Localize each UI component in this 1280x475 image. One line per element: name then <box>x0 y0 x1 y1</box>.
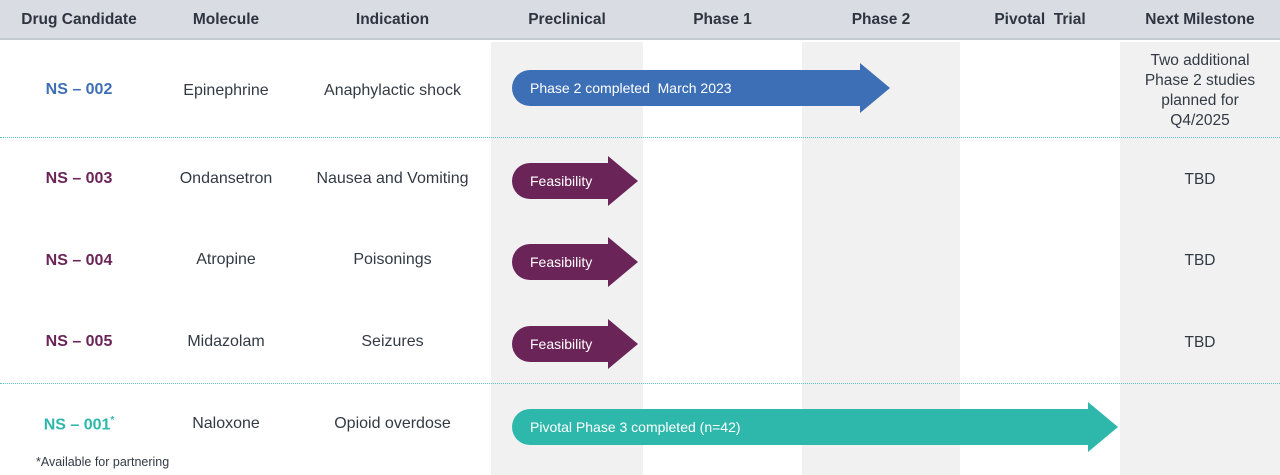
milestone-line: TBD <box>1184 252 1216 269</box>
candidate-name: NS – 001* <box>0 415 158 434</box>
molecule: Epinephrine <box>183 82 269 99</box>
candidate-name: NS – 002 <box>45 81 113 98</box>
progress-arrow: Pivotal Phase 3 completed (n=42) <box>512 402 1118 452</box>
phase2-column-shade <box>802 42 960 475</box>
milestone-line: Phase 2 studies <box>1144 72 1256 89</box>
arrow-head <box>608 237 638 287</box>
molecule: Midazolam <box>187 333 265 350</box>
candidate-name-text: NS – 001 <box>43 416 111 434</box>
header-phase-2: Phase 2 <box>851 11 911 28</box>
candidate-name: NS – 004 <box>45 252 113 269</box>
header-pivotal-trial: Pivotal Trial <box>994 11 1086 28</box>
header-phase-1: Phase 1 <box>693 11 752 28</box>
milestone-line: planned for <box>1161 92 1239 109</box>
indication: Anaphylactic shock <box>324 82 461 99</box>
progress-label: Feasibility <box>530 336 593 352</box>
header-next-milestone: Next Milestone <box>1145 11 1255 28</box>
molecule: Atropine <box>196 251 256 268</box>
indication: Opioid overdose <box>334 415 451 432</box>
arrow-body <box>512 70 860 106</box>
arrow-body <box>512 244 608 280</box>
next-milestone-column-shade <box>1120 42 1280 475</box>
next-milestone: TBD <box>1120 333 1280 353</box>
arrow-body <box>512 409 1088 445</box>
indication: Seizures <box>361 333 424 350</box>
partnering-mark: * <box>110 415 115 426</box>
progress-arrow: Phase 2 completed March 2023 <box>512 63 890 113</box>
next-milestone: TBD <box>1120 170 1280 190</box>
milestone-line: TBD <box>1184 171 1216 188</box>
arrow-head <box>608 319 638 369</box>
arrow-head <box>860 63 890 113</box>
progress-arrow: Feasibility <box>512 156 638 206</box>
candidate-name: NS – 005 <box>45 333 113 350</box>
milestone-line: Q4/2025 <box>1170 112 1230 129</box>
progress-arrow: Feasibility <box>512 319 638 369</box>
progress-arrow: Feasibility <box>512 237 638 287</box>
molecule: Ondansetron <box>179 170 273 187</box>
row-separator <box>0 137 1280 138</box>
progress-label: Feasibility <box>530 254 593 270</box>
arrow-head <box>608 156 638 206</box>
milestone-line: Two additional <box>1150 52 1250 69</box>
molecule: Naloxone <box>192 415 260 432</box>
indication: Nausea and Vomiting <box>316 170 469 187</box>
next-milestone: Two additional Phase 2 studies planned f… <box>1120 51 1280 131</box>
progress-label: Phase 2 completed March 2023 <box>530 80 732 96</box>
header-drug-candidate: Drug Candidate <box>21 11 137 28</box>
arrow-body <box>512 326 608 362</box>
arrow-head <box>1088 402 1118 452</box>
progress-label: Pivotal Phase 3 completed (n=42) <box>530 419 741 435</box>
table-header: Drug Candidate Molecule Indication Precl… <box>0 0 1280 40</box>
next-milestone: TBD <box>1120 251 1280 271</box>
header-molecule: Molecule <box>192 11 260 28</box>
header-indication: Indication <box>355 11 430 28</box>
progress-label: Feasibility <box>530 173 593 189</box>
row-separator <box>0 383 1280 384</box>
candidate-name: NS – 003 <box>45 170 113 187</box>
header-preclinical: Preclinical <box>528 11 606 28</box>
milestone-line: TBD <box>1184 334 1216 351</box>
indication: Poisonings <box>353 251 432 268</box>
footnote: *Available for partnering <box>36 455 170 469</box>
arrow-body <box>512 163 608 199</box>
